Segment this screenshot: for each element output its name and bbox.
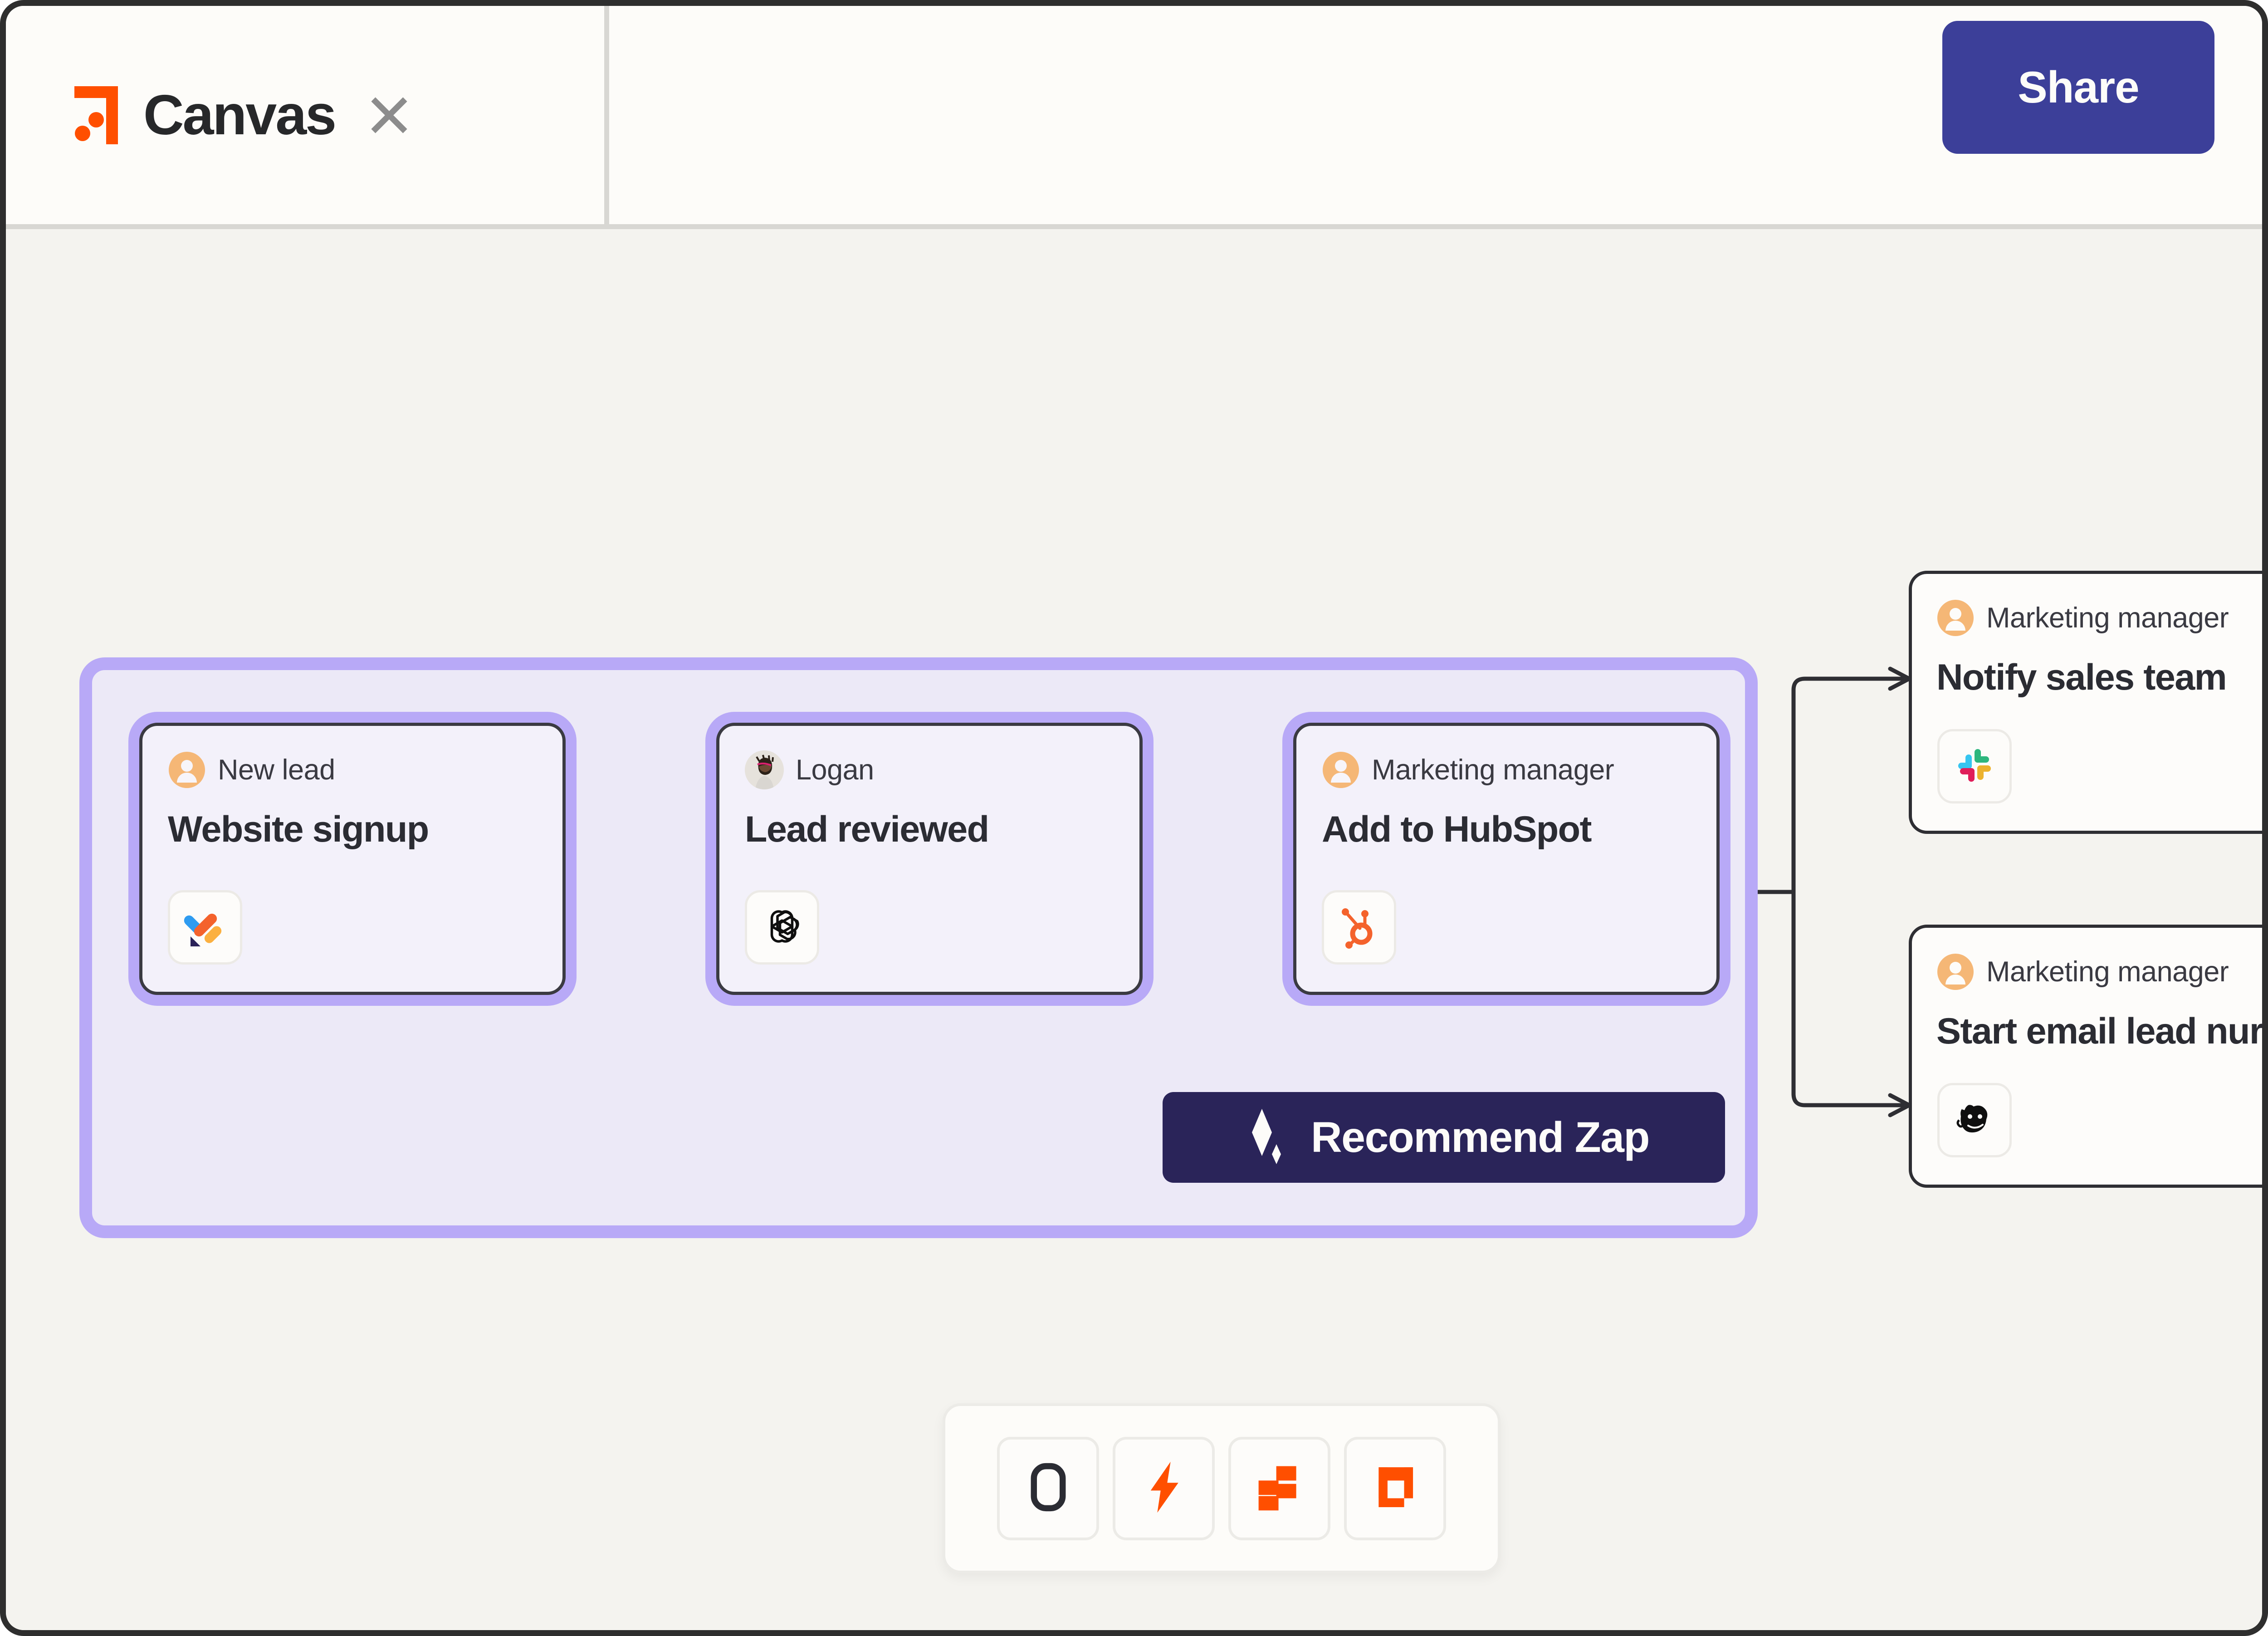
tables-squares-icon	[1368, 1460, 1423, 1517]
card-title: Lead reviewed	[745, 809, 989, 850]
card-meta-row: Marketing manager	[1322, 750, 1691, 789]
openai-icon	[759, 904, 805, 951]
card-title: Website signup	[168, 809, 429, 850]
zap-bolt-icon	[1136, 1460, 1192, 1517]
interfaces-tool-button[interactable]	[1228, 1436, 1330, 1540]
output-card[interactable]: Marketing manager Start email lead nurtu…	[1909, 925, 2262, 1188]
app-icon-chip[interactable]	[1937, 729, 2012, 803]
card-title: Add to HubSpot	[1322, 809, 1592, 850]
node-shape-icon	[1021, 1460, 1076, 1517]
canvas-toolbar	[943, 1403, 1501, 1573]
zap-step-card[interactable]: Marketing manager Add to HubSpot	[1293, 723, 1720, 995]
card-meta-label: New lead	[218, 754, 335, 786]
app-icon-chip[interactable]	[1322, 890, 1396, 965]
tables-tool-button[interactable]	[1344, 1436, 1446, 1540]
header-title-zone: Canvas	[6, 6, 609, 224]
recommend-zap-label: Recommend Zap	[1311, 1113, 1650, 1161]
avatar	[745, 750, 784, 789]
hubspot-icon	[1336, 904, 1382, 951]
person-avatar-icon	[1322, 751, 1360, 789]
person-avatar-icon	[168, 751, 206, 789]
card-title: Start email lead nurture	[1936, 1011, 2262, 1052]
zap-step-card[interactable]: New lead Website signup	[139, 723, 566, 995]
ai-sparkle-icon	[1238, 1105, 1293, 1170]
share-button[interactable]: Share	[1942, 21, 2214, 154]
canvas-workspace[interactable]: New lead Website signup	[6, 234, 2262, 1630]
zapier-logo-icon	[71, 86, 122, 144]
close-icon[interactable]	[367, 93, 411, 137]
person-avatar-icon	[1936, 599, 1975, 637]
interfaces-blocks-icon	[1252, 1460, 1307, 1517]
page-title: Canvas	[143, 83, 337, 147]
card-meta-label: Marketing manager	[1372, 754, 1614, 786]
jotform-icon	[182, 904, 228, 951]
header-actions-zone: Share	[609, 6, 2262, 224]
card-meta-row: Marketing manager	[1936, 598, 2262, 637]
card-meta-label: Logan	[796, 754, 874, 786]
app-icon-chip[interactable]	[1937, 1083, 2012, 1157]
zap-step-card[interactable]: Logan Lead reviewed	[716, 723, 1143, 995]
card-meta-label: Marketing manager	[1986, 956, 2229, 988]
node-tool-button[interactable]	[997, 1436, 1099, 1540]
app-icon-chip[interactable]	[745, 890, 819, 965]
mailchimp-icon	[1952, 1097, 1997, 1144]
card-title: Notify sales team	[1936, 657, 2227, 698]
card-meta-row: New lead	[168, 750, 537, 789]
app-icon-chip[interactable]	[168, 890, 242, 965]
card-meta-label: Marketing manager	[1986, 602, 2229, 634]
slack-icon	[1952, 743, 1997, 790]
person-avatar-icon	[1936, 953, 1975, 991]
zap-tool-button[interactable]	[1113, 1436, 1215, 1540]
zap-group-container[interactable]: New lead Website signup	[79, 657, 1758, 1238]
recommend-zap-button[interactable]: Recommend Zap	[1163, 1092, 1725, 1183]
output-card[interactable]: Marketing manager Notify sales team	[1909, 571, 2262, 834]
card-meta-row: Logan	[745, 750, 1114, 789]
card-meta-row: Marketing manager	[1936, 952, 2262, 991]
app-header: Canvas Share	[6, 6, 2262, 229]
